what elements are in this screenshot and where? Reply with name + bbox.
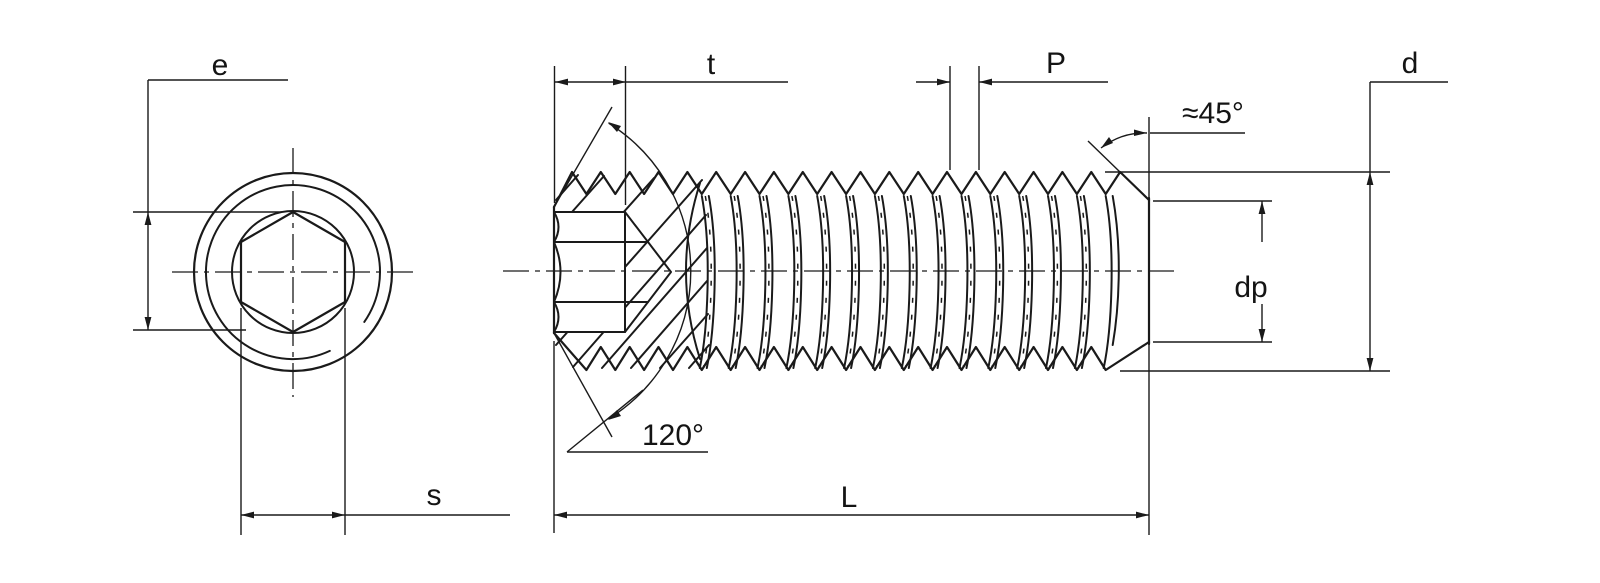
end-view (172, 148, 413, 397)
angle-arrow-top (608, 122, 621, 132)
hex-socket-wireframe (553, 211, 672, 333)
t-label: t (707, 48, 716, 81)
angle-leader (566, 389, 644, 453)
e-label: e (212, 49, 229, 82)
side-view (503, 170, 1178, 372)
countersink-angle-label: 120° (642, 419, 704, 452)
chamfer-arrow-left (1101, 137, 1113, 148)
t-arrow-left (555, 78, 568, 86)
p-label: P (1046, 47, 1066, 80)
dimension-120deg: 120° (553, 106, 708, 453)
s-arrow-right (332, 511, 345, 519)
angle-arc (608, 122, 692, 420)
dimension-t: t (553, 48, 788, 205)
d-arrow-down (1366, 358, 1374, 371)
minor-diameter-circle (205, 184, 381, 361)
top-thread-crest-profile (552, 170, 1151, 209)
s-arrow-left (241, 511, 254, 519)
socket-cavity-mask (554, 212, 625, 332)
thread-flanks (698, 195, 1120, 369)
socket-entry-scallops (553, 211, 562, 333)
dimension-d: d (1105, 47, 1448, 372)
dimension-s: s (240, 308, 510, 535)
bottom-thread-crest-profile (552, 331, 1151, 372)
dimension-e: e (133, 49, 288, 331)
chamfer-edge-extension (1087, 140, 1122, 174)
d-arrow-up (1366, 172, 1374, 185)
dimension-p: P (916, 47, 1108, 170)
chamfer-angle-label: ≈45° (1182, 97, 1244, 130)
L-arrow-left (554, 511, 567, 519)
t-arrow-right (613, 78, 626, 86)
e-arrow-down (144, 317, 152, 330)
angle-arrow-bottom (608, 410, 621, 420)
chamfer-arrow-right (1134, 129, 1147, 136)
d-label: d (1402, 47, 1419, 80)
dp-arrow-up (1258, 201, 1266, 214)
p-arrow-left (937, 78, 950, 86)
L-label: L (841, 481, 858, 514)
dimension-L: L (553, 117, 1150, 535)
L-arrow-right (1136, 511, 1149, 519)
cone-edge-extension-lower (553, 332, 613, 438)
dp-label: dp (1234, 271, 1267, 304)
p-arrow-right (979, 78, 992, 86)
e-arrow-up (144, 212, 152, 225)
cone-edge-extension-upper (553, 106, 613, 208)
dimension-dp: dp (1153, 200, 1272, 343)
socket-drill-point (624, 211, 672, 333)
dimension-45deg: ≈45° (1087, 97, 1245, 174)
dp-arrow-down (1258, 329, 1266, 342)
s-label: s (427, 479, 442, 512)
